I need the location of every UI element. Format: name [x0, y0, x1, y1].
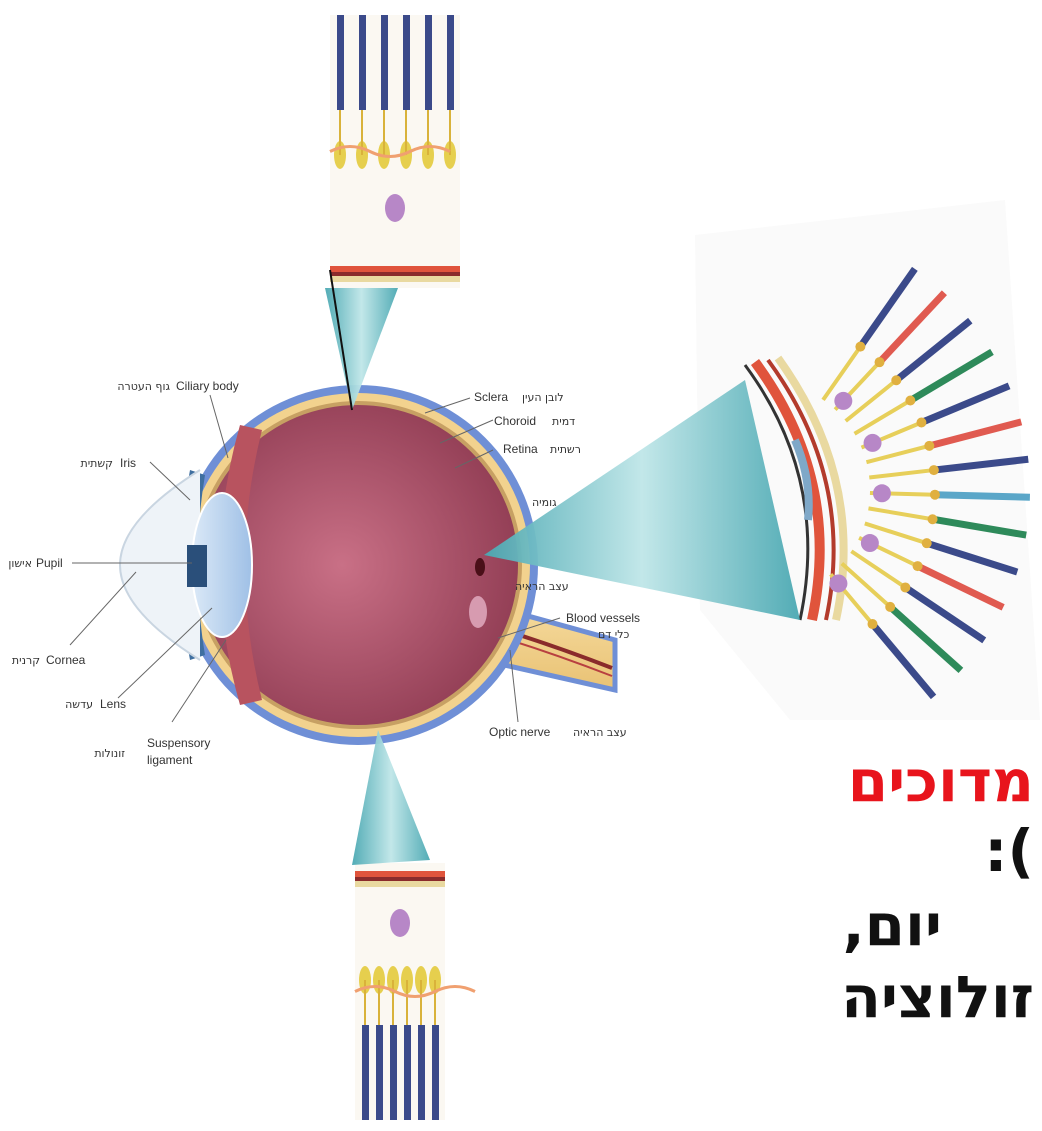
cell-nucleus — [913, 561, 923, 571]
rod-cell — [425, 15, 432, 110]
label-ciliary-body: Ciliary body — [176, 379, 239, 393]
rod-cell — [337, 15, 344, 110]
label-sclera-he: לובן העין — [522, 391, 564, 404]
retina-strip-top — [330, 15, 460, 288]
rod-cell — [432, 1025, 439, 1120]
cell-nucleus — [885, 602, 895, 612]
label-choroid: Choroid — [494, 414, 536, 428]
label-optic-nerve-he: עצב הראיה — [573, 726, 627, 739]
label-choroid-he: דמית — [552, 415, 575, 428]
label-suspensory-1: Suspensory — [147, 736, 210, 750]
label-blood-vessels-he: כלי דם — [598, 628, 630, 641]
label-pupil-he: אישון — [8, 557, 32, 570]
cell-nucleus — [867, 619, 877, 629]
cell-nucleus — [905, 395, 915, 405]
cell-nucleus — [924, 441, 934, 451]
cell-nucleus — [928, 514, 938, 524]
cell-nucleus — [929, 465, 939, 475]
label-fovea-he: גומיה — [532, 496, 557, 509]
label-sclera: Sclera — [474, 390, 508, 404]
ganglion-cell — [873, 484, 891, 502]
overlay-text-line1: מדוכים — [848, 752, 1034, 810]
label-lens: Lens — [100, 697, 126, 711]
rod-cell — [447, 15, 454, 110]
overlay-text-line2: ): — [984, 822, 1034, 880]
label-iris-he: קשתית — [80, 457, 113, 470]
rod-cell — [381, 15, 388, 110]
cell-nucleus — [855, 342, 865, 352]
label-iris: Iris — [120, 456, 136, 470]
label-lens-he: עדשה — [65, 698, 93, 711]
label-suspensory-he: זונולות — [94, 747, 125, 760]
label-optic-nerve: Optic nerve — [489, 725, 551, 739]
cell-nucleus — [900, 582, 910, 592]
ganglion-cell — [390, 909, 410, 937]
ganglion-cell — [861, 534, 879, 552]
overlay-text-line3: יום, — [843, 896, 942, 954]
rod-cell — [404, 1025, 411, 1120]
label-cornea-he: קרנית — [12, 654, 40, 667]
overlay-text-line4: זולוציה — [841, 968, 1034, 1026]
ganglion-cell — [864, 434, 882, 452]
retina-strip-bottom — [355, 863, 475, 1120]
rod-cell — [403, 15, 410, 110]
cell-nucleus — [916, 417, 926, 427]
rod-cell — [390, 1025, 397, 1120]
label-retina: Retina — [503, 442, 538, 456]
label-suspensory-2: ligament — [147, 753, 193, 767]
rod-cell — [362, 1025, 369, 1120]
cell-nucleus — [922, 538, 932, 548]
magnify-beam-bottom — [352, 730, 430, 865]
rod-cell — [418, 1025, 425, 1120]
ganglion-cell — [829, 574, 847, 592]
photoreceptor — [935, 495, 1030, 498]
rod-cell — [376, 1025, 383, 1120]
ganglion-cell — [385, 194, 405, 222]
cell-nucleus — [891, 375, 901, 385]
label-pupil: Pupil — [36, 556, 63, 570]
eyeball — [120, 385, 538, 745]
rod-cell — [359, 15, 366, 110]
label-blood-vessels: Blood vessels — [566, 611, 640, 625]
label-cornea: Cornea — [46, 653, 86, 667]
cell-nucleus — [875, 357, 885, 367]
label-retina-he: רשתית — [550, 443, 581, 456]
label-optic-disc-he: עצב הראיה — [515, 580, 569, 593]
ganglion-cell — [834, 392, 852, 410]
cell-nucleus — [930, 490, 940, 500]
label-ciliary-body-he: גוף העטרה — [117, 380, 170, 393]
